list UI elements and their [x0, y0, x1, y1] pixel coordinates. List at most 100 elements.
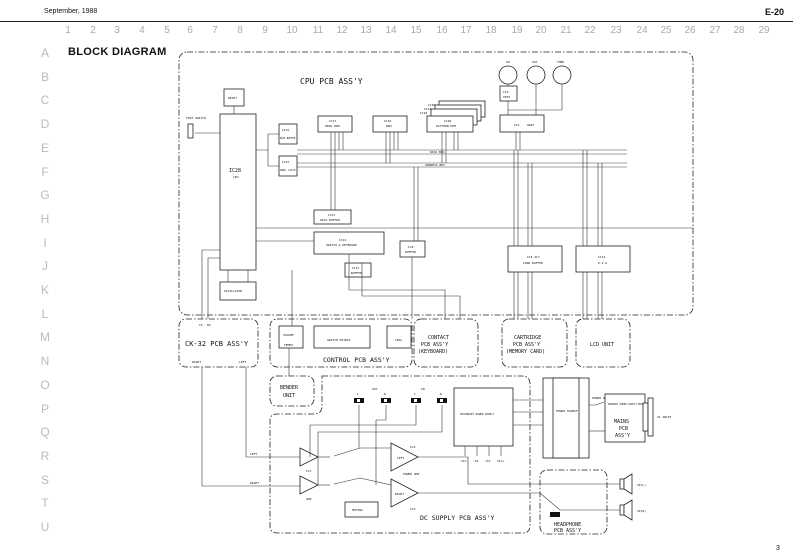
page-number: 3 — [776, 545, 780, 552]
power-amp-label: POWER AMP — [403, 472, 419, 476]
grid-column-label: 3 — [114, 25, 120, 36]
power-rail-label: -5V — [473, 459, 479, 463]
speaker-right-label: SP(R) — [637, 509, 646, 513]
grid-column-label: 23 — [610, 25, 622, 36]
grid-column-label: 9 — [262, 25, 268, 36]
out-l: L — [357, 392, 359, 396]
ck32-left: LEFT — [239, 360, 246, 364]
grid-column-label: 2 — [90, 25, 96, 36]
ic27-label: IC27 — [282, 160, 289, 164]
grid-column-label: 8 — [237, 25, 243, 36]
ic16-label: IC16 — [384, 119, 391, 123]
bus-connection — [385, 132, 391, 163]
oscillator-label: OSCILLATOR — [224, 289, 242, 293]
ic11-label: IC11 — [328, 213, 335, 217]
ic27-sub: ADDR. LATCH — [280, 169, 296, 172]
grid-row-label: Q — [40, 425, 50, 440]
cartridge-label-3: (MEMORY CARD) — [506, 349, 545, 355]
power-rail-label: +5V — [485, 459, 491, 463]
grid-row-label: C — [40, 93, 50, 108]
ck32-right: RIGHT — [192, 360, 201, 364]
bus-connection — [513, 150, 519, 246]
ic1-uart-block — [499, 114, 545, 133]
ic17-sub: PROG ROM — [325, 124, 340, 128]
bus-connection — [393, 132, 399, 150]
ic12-label: IC12 — [339, 238, 346, 242]
midi-in-jack-icon — [498, 65, 518, 85]
ic8-block — [399, 240, 426, 258]
ic28-label: IC28 — [229, 168, 241, 174]
bus-connection — [441, 132, 447, 163]
ac-inlet-label: AC INLET — [657, 415, 672, 419]
bender-label-2: UNIT — [283, 393, 295, 399]
power-rail-label: VCC+ — [497, 459, 504, 463]
ic11-sub: DATA BUFFER — [320, 218, 340, 222]
grid-row-label: H — [40, 211, 50, 226]
ic2-sub: OPTO — [503, 95, 510, 99]
bus-connection — [527, 163, 533, 246]
lcd-unit — [575, 318, 631, 368]
line-jacks — [354, 398, 447, 403]
ic18-block — [426, 115, 474, 133]
ic19-label: IC19 — [420, 111, 427, 115]
grid-row-label: U — [40, 520, 50, 534]
grid-column-label: 12 — [336, 25, 348, 36]
grid-row-label: K — [40, 283, 49, 297]
bus-connection — [597, 163, 603, 246]
grid-column-label: 10 — [286, 25, 298, 36]
cartridge-pcb — [501, 318, 568, 368]
grid-column-label: 20 — [535, 25, 547, 36]
secondary-power-supply — [453, 387, 514, 447]
ic2-label: IC2 — [503, 90, 509, 94]
ic4-ic7-sub: CARD BUFFER — [523, 261, 543, 265]
leds-block — [386, 325, 412, 349]
ic16-sub: RAM — [386, 124, 392, 128]
page-code: E-20 — [765, 7, 785, 17]
grid-column-label: 11 — [312, 25, 324, 36]
cartridge-label-2: PCB ASS'Y — [513, 342, 540, 348]
grid-row-label: M — [40, 330, 50, 345]
power-rail-label: VCC- — [461, 459, 468, 463]
page-title: BLOCK DIAGRAM — [68, 46, 167, 58]
header-date: September, 1988 — [44, 8, 98, 15]
ic1-amp-right-icon — [299, 475, 319, 495]
bus-connection — [413, 167, 419, 241]
switch-matrix-block — [313, 325, 371, 349]
bus-connection — [330, 132, 336, 163]
ic15-sub: DATA BUFFER — [280, 137, 296, 140]
ac-inlet-icon — [642, 402, 649, 432]
volume-tempo-block — [278, 325, 304, 349]
right-input-label: RIGHT — [250, 481, 259, 485]
in-label: IN — [421, 387, 425, 391]
ic14-label: IC14 — [598, 255, 605, 259]
ck32-rx: RX — [207, 323, 211, 327]
ic15-block — [278, 123, 298, 145]
ic15-label: IC15 — [282, 128, 289, 132]
grid-column-label: 15 — [410, 25, 422, 36]
power-transformer — [552, 377, 580, 459]
ic28-cpu-block — [219, 113, 257, 271]
bus-connection — [453, 132, 459, 150]
contact-label-2: PCB ASS'Y — [421, 342, 448, 348]
ic28-sub: CPU — [233, 175, 239, 179]
bus-connection — [582, 272, 588, 319]
midi-out-label: OUT — [532, 60, 538, 64]
contact-pcb — [413, 318, 479, 368]
midi-thru-label: THRU — [557, 60, 564, 64]
out-label: OUT — [372, 387, 378, 391]
bus-connection — [515, 132, 521, 150]
ic1-sub: UART — [527, 123, 534, 127]
grid-column-label: 19 — [511, 25, 523, 36]
midi-in-label: IN — [506, 60, 510, 64]
bus-connection — [513, 272, 519, 319]
ic13-block — [344, 262, 372, 278]
ic12-sub: SWITCH & KEYBOARD — [326, 243, 357, 247]
grid-column-label: 14 — [385, 25, 397, 36]
ic14-sub: P.I.A — [598, 261, 607, 265]
grid-row-label: G — [40, 188, 50, 203]
grid-column-label: 27 — [709, 25, 721, 36]
mains-label-2: PCB — [619, 426, 628, 432]
foot-switch-label: FOOT SWITCH — [186, 116, 206, 120]
ic11-block — [313, 209, 352, 225]
ic2-power-amp-icon — [390, 442, 419, 472]
